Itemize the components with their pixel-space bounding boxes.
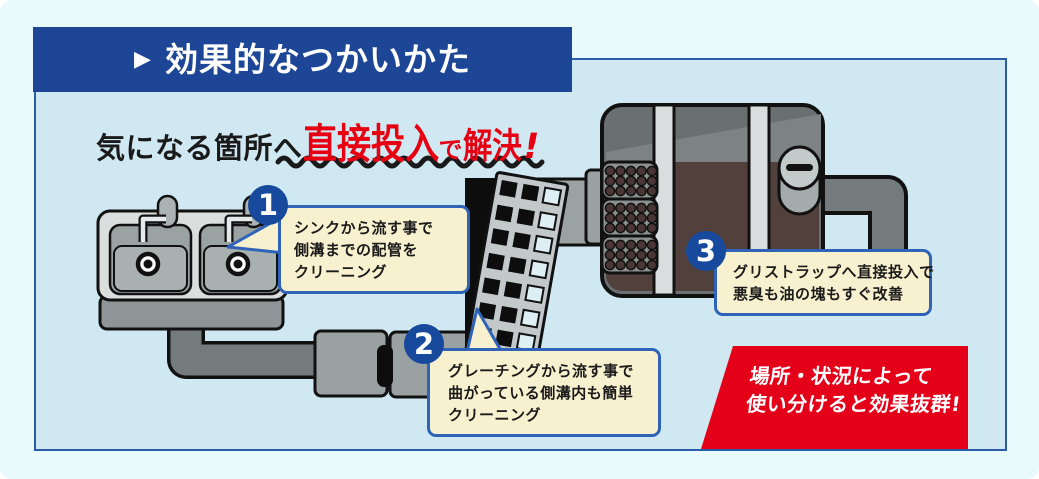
callout-sink: シンクから流す事で 側溝までの配管を クリーニング xyxy=(278,205,470,294)
callout-line: クリーニング xyxy=(448,406,542,424)
step-number-1: 1 xyxy=(248,185,288,225)
trap-basket xyxy=(600,160,659,275)
headline-particle: で xyxy=(438,136,463,164)
footer-banner-line: 場所・状況によって xyxy=(748,364,935,388)
step-number-2: 2 xyxy=(404,324,444,364)
callout-line: グレーチングから流す事で xyxy=(448,362,635,380)
sink-illustration xyxy=(96,194,289,331)
callout-line: シンクから流す事で xyxy=(294,219,434,237)
trap-outlet-pipe xyxy=(818,175,908,265)
callout-line: 曲がっている側溝内も簡単 xyxy=(448,384,634,402)
callout-line: グリストラップへ直接投入で xyxy=(733,263,935,281)
headline-result: 解決 xyxy=(462,127,522,167)
callout-line: 悪臭も油の塊もすぐ改善 xyxy=(733,285,904,303)
grease-trap-illustration xyxy=(584,103,908,298)
footer-banner-text: 場所・状況によって 使い分けると効果抜群! xyxy=(745,362,967,418)
headline-emphasis: 直接投入 xyxy=(302,120,439,168)
callout-line: 側溝までの配管を xyxy=(294,241,419,259)
callout-grease-trap: グリストラップへ直接投入で 悪臭も油の塊もすぐ改善 xyxy=(714,249,935,316)
trap-outlet-cylinder xyxy=(777,145,822,216)
callout-grating: グレーチングから流す事で 曲がっている側溝内も簡単 クリーニング xyxy=(427,348,661,437)
footer-banner-shape xyxy=(701,346,968,449)
headline: 気になる箇所へ 直接投入 で 解決 ! xyxy=(96,110,540,170)
section-title: 効果的なつかいかた xyxy=(164,40,471,79)
step-number-3: 3 xyxy=(686,231,726,271)
grating-illustration xyxy=(463,171,570,369)
headline-exclamation: ! xyxy=(523,127,540,167)
sink-drain-pipe xyxy=(167,318,320,379)
headline-prefix: 気になる箇所へ xyxy=(96,131,303,165)
section-header: ▶ 効果的なつかいかた xyxy=(33,27,572,92)
footer-banner-line: 使い分けると効果抜群! xyxy=(744,392,963,416)
triangle-bullet-icon: ▶ xyxy=(134,46,151,72)
wavy-underline xyxy=(275,155,545,169)
callout-line: クリーニング xyxy=(294,263,388,281)
faucet-left xyxy=(138,194,179,242)
